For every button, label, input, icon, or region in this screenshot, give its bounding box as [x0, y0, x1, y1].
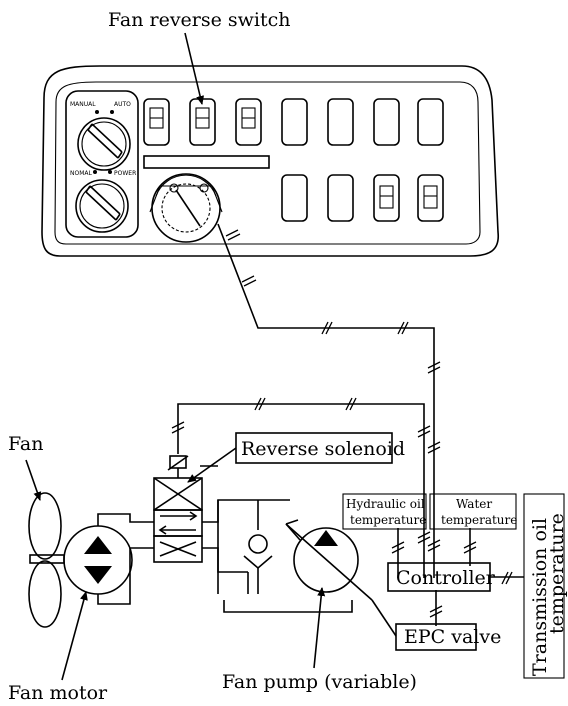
manual-auto-dial[interactable] — [77, 117, 131, 171]
switch-panel: MANUAL AUTO NOMAL POWER — [41, 65, 499, 257]
normal-label: NOMAL — [70, 170, 92, 177]
fan-pump-arrow — [313, 587, 326, 669]
blank-switch-7 — [417, 98, 444, 146]
switch-1[interactable] — [143, 98, 170, 146]
fan-motor-symbol — [63, 525, 133, 595]
reverse-valve-spool — [153, 477, 203, 563]
fan-motor-arrow — [61, 591, 88, 681]
fan-symbol — [28, 492, 65, 628]
switch-11[interactable] — [417, 174, 444, 222]
reverse-solenoid-label-box: Reverse solenoid — [235, 432, 405, 464]
fan-pump-symbol — [285, 519, 373, 601]
fan-motor-label: Fan motor — [8, 682, 108, 704]
power-indicator-icon — [108, 170, 112, 174]
epc-valve-label: EPC valve — [404, 626, 501, 648]
manual-label: MANUAL — [70, 101, 96, 108]
switch-3[interactable] — [235, 98, 262, 146]
water-temp-line2: temperature — [441, 513, 517, 527]
blank-switch-5 — [327, 98, 354, 146]
power-label: POWER — [114, 170, 136, 177]
normal-indicator-icon — [93, 170, 97, 174]
water-temp-line1: Water — [456, 497, 492, 511]
check-valve — [243, 500, 273, 594]
fan-reverse-switch-label: Fan reverse switch — [108, 9, 291, 31]
epc-valve: EPC valve — [395, 623, 501, 651]
normal-power-dial[interactable] — [75, 179, 129, 233]
auto-label: AUTO — [114, 101, 131, 108]
transmission-oil-temp-line2: temperature — [546, 513, 568, 634]
manual-indicator-icon — [95, 110, 99, 114]
blank-switch-6 — [373, 98, 400, 146]
switch-10[interactable] — [373, 174, 400, 222]
hydraulic-oil-temperature-sensor: Hydraulic oil temperature — [342, 493, 427, 530]
hydraulic-oil-temp-line2: temperature — [350, 513, 426, 527]
label-strip — [143, 155, 270, 169]
auto-indicator-icon — [110, 110, 114, 114]
gauge — [149, 173, 223, 243]
reverse-solenoid-arrow — [187, 447, 237, 483]
blank-switch-4 — [281, 98, 308, 146]
transmission-oil-temperature-sensor: Transmission oil temperature — [523, 493, 568, 679]
dial-panel — [65, 90, 139, 238]
hydraulic-circuit — [28, 455, 397, 637]
fan-pump-label: Fan pump (variable) — [222, 671, 417, 693]
fan-label: Fan — [8, 433, 43, 455]
controller: Controller — [387, 562, 496, 592]
water-temperature-sensor: Water temperature — [429, 493, 517, 530]
reverse-solenoid-label: Reverse solenoid — [241, 438, 405, 460]
hydraulic-oil-temp-line1: Hydraulic oil — [346, 497, 425, 511]
tank — [223, 600, 353, 613]
fan-reverse-switch[interactable] — [189, 98, 216, 146]
wiring — [171, 223, 524, 626]
blank-switch-8 — [281, 174, 308, 222]
transmission-oil-temp-line1: Transmission oil — [529, 518, 551, 676]
blank-switch-9 — [327, 174, 354, 222]
controller-label: Controller — [396, 567, 496, 589]
fan-arrow — [25, 459, 42, 501]
fan-reverse-switch-arrow — [184, 32, 205, 105]
